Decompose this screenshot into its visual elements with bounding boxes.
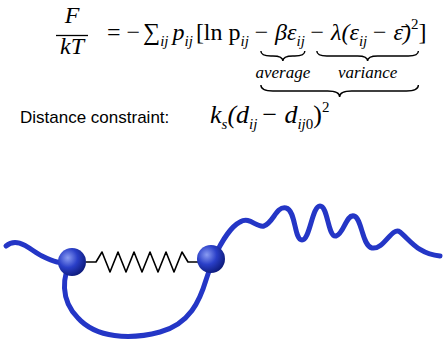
formula-term: − λ(ε bbox=[309, 19, 359, 45]
formula-row: = −∑ijpij[ln pij− βεij− λ(εij− ε̄)2] bbox=[104, 16, 426, 50]
formula-term: ] bbox=[418, 19, 426, 45]
combined-brace bbox=[261, 85, 419, 97]
formula-term: p bbox=[173, 19, 185, 45]
distance-constraint-formula: ks(dij− dij0)2 bbox=[210, 99, 329, 133]
equals-sign: = − bbox=[107, 19, 140, 45]
subscript: ij bbox=[160, 33, 168, 49]
brace-label: variance bbox=[338, 63, 397, 83]
brace-label: average bbox=[255, 63, 310, 83]
subscript: ij bbox=[359, 33, 367, 49]
subscript: ij bbox=[185, 33, 193, 49]
superscript: 2 bbox=[411, 16, 419, 32]
subscript: 0 bbox=[306, 116, 314, 132]
formula-term: ) bbox=[313, 100, 322, 129]
variance-brace bbox=[317, 51, 419, 61]
sum-symbol: ∑ bbox=[143, 19, 160, 45]
spring-symbol bbox=[86, 252, 198, 272]
subscript: ij bbox=[249, 116, 257, 132]
superscript: 2 bbox=[322, 99, 330, 115]
caption-label: Distance constraint: bbox=[20, 108, 169, 128]
polymer-chain bbox=[6, 206, 440, 336]
subscript: ij bbox=[297, 116, 305, 132]
fraction-denominator: kT bbox=[60, 33, 84, 60]
bead-right bbox=[197, 245, 225, 273]
average-brace bbox=[261, 51, 305, 61]
formula-term: k bbox=[210, 100, 222, 129]
subscript: ij bbox=[241, 33, 249, 49]
formula-term: − βε bbox=[253, 19, 297, 45]
formula-term: [ln p bbox=[196, 19, 241, 45]
subscript: s bbox=[222, 116, 228, 132]
formula-term: − ε̄) bbox=[371, 19, 411, 45]
bead-left bbox=[58, 248, 86, 276]
formula-term: (d bbox=[227, 100, 249, 129]
fraction-numerator: F bbox=[65, 2, 80, 29]
subscript: ij bbox=[297, 33, 305, 49]
formula-term: − d bbox=[260, 100, 297, 129]
